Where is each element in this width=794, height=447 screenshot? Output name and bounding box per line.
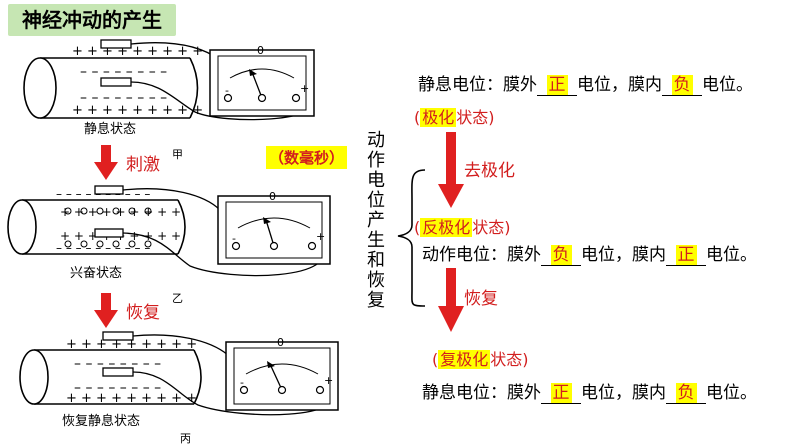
line-prefix: 动作电位：膜外 [422,245,541,265]
meter-zero-label: 0 [277,336,284,349]
resting-potential-line-1: 静息电位：膜外正电位，膜内负电位。 [418,70,753,96]
svg-text:+ + + + + + + + +: + + + + + + + + + [60,205,181,219]
meter-plus-label: + [300,82,310,95]
mark-bing: 丙 [180,432,191,445]
meter-plus-label: + [316,230,326,243]
nerve-panel-recovered: + + + + + + + + + – – – – – – – – – – – … [19,331,339,416]
duration-badge: （数毫秒） [266,146,348,169]
answer-inside: 负 [671,75,693,95]
line-prefix: 静息电位：膜外 [418,75,537,95]
meter-plus-label: + [324,374,334,387]
state-reverse: (反极化状态) [414,218,511,237]
action-potential-line: 动作电位：膜外负电位，膜内正电位。 [422,240,757,266]
step-depolarization: 去极化 [464,161,515,181]
line-suffix: 电位。 [706,383,757,403]
meter-minus-label: - [232,232,236,245]
meter-zero-label: 0 [269,190,276,203]
answer-outside: 正 [550,383,572,403]
state-highlight: 复极化 [438,350,491,369]
svg-text:+ + + + + + + + +: + + + + + + + + + [66,391,197,406]
svg-text:+ + + + + + + + +: + + + + + + + + + [66,337,197,352]
step-recovery: 恢复 [464,289,498,309]
caption-resting: 静息状态 [84,122,137,137]
mark-yi: 乙 [172,292,183,305]
mark-jia: 甲 [172,148,183,161]
meter-zero-label: 0 [257,44,264,57]
svg-text:– – – – – – – –: – – – – – – – – [74,356,161,372]
line-mid: 电位，膜内 [581,245,666,265]
answer-inside: 负 [675,383,697,403]
nerve-panel-resting: + + + + + + + + + – – – – – – – – – – – … [23,39,315,121]
svg-text:– – – – – – – –: – – – – – – – – [74,380,161,396]
svg-text:+ + + + + + + + +: + + + + + + + + + [72,103,203,118]
svg-text:– – – – – – – –: – – – – – – – – [80,64,167,80]
answer-outside: 正 [546,75,568,95]
stimulus-arrow [94,145,118,180]
svg-text:– – – – – – – – – –: – – – – – – – – – – [56,241,150,255]
repolarization-arrow [438,268,464,332]
answer-inside: 正 [675,245,697,265]
svg-text:+ + + + + + + + +: + + + + + + + + + [72,44,203,59]
caption-excited: 兴奋状态 [70,266,123,281]
state-repolarized: (复极化状态) [432,350,529,369]
page-title: 神经冲动的产生 [8,4,176,36]
caption-recovered: 恢复静息状态 [62,414,141,429]
svg-text:– – – – – – – –: – – – – – – – – [80,90,167,106]
line-mid: 电位，膜内 [577,75,662,95]
state-highlight: 极化 [420,108,457,127]
recovery-label-left: 恢复 [126,303,160,323]
recovery-arrow-left [94,293,118,328]
depolarization-arrow [438,132,464,208]
line-mid: 电位，膜内 [581,383,666,403]
meter-minus-label: - [240,376,244,389]
stimulus-label: 刺激 [126,155,160,175]
line-suffix: 电位。 [702,75,753,95]
resting-potential-line-2: 静息电位：膜外正电位，膜内负电位。 [422,378,757,404]
nerve-panel-excited: – – – – – – – – – – + + + + + + + + + + … [7,185,331,277]
line-prefix: 静息电位：膜外 [422,383,541,403]
meter-minus-label: - [225,84,229,97]
brace [397,169,426,307]
line-suffix: 电位。 [706,245,757,265]
answer-outside: 负 [550,245,572,265]
state-highlight: 反极化 [420,218,473,237]
state-polarized: (极化状态) [414,108,495,127]
vertical-heading: 动作电位产生和恢复 [364,130,385,310]
